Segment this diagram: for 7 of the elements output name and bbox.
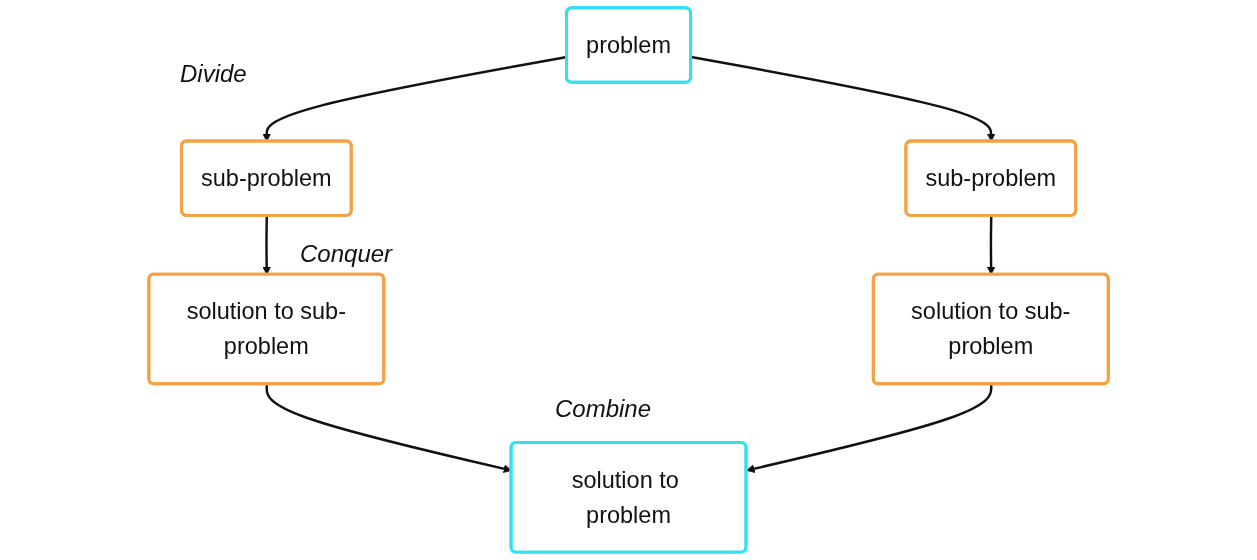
arrow [986, 215, 996, 275]
arrow [265, 384, 512, 473]
step-label: Combine [555, 395, 652, 423]
arrow [262, 215, 271, 275]
step-label: Conquer [300, 240, 393, 268]
step-label: Divide [180, 60, 247, 88]
arrow [746, 384, 993, 473]
